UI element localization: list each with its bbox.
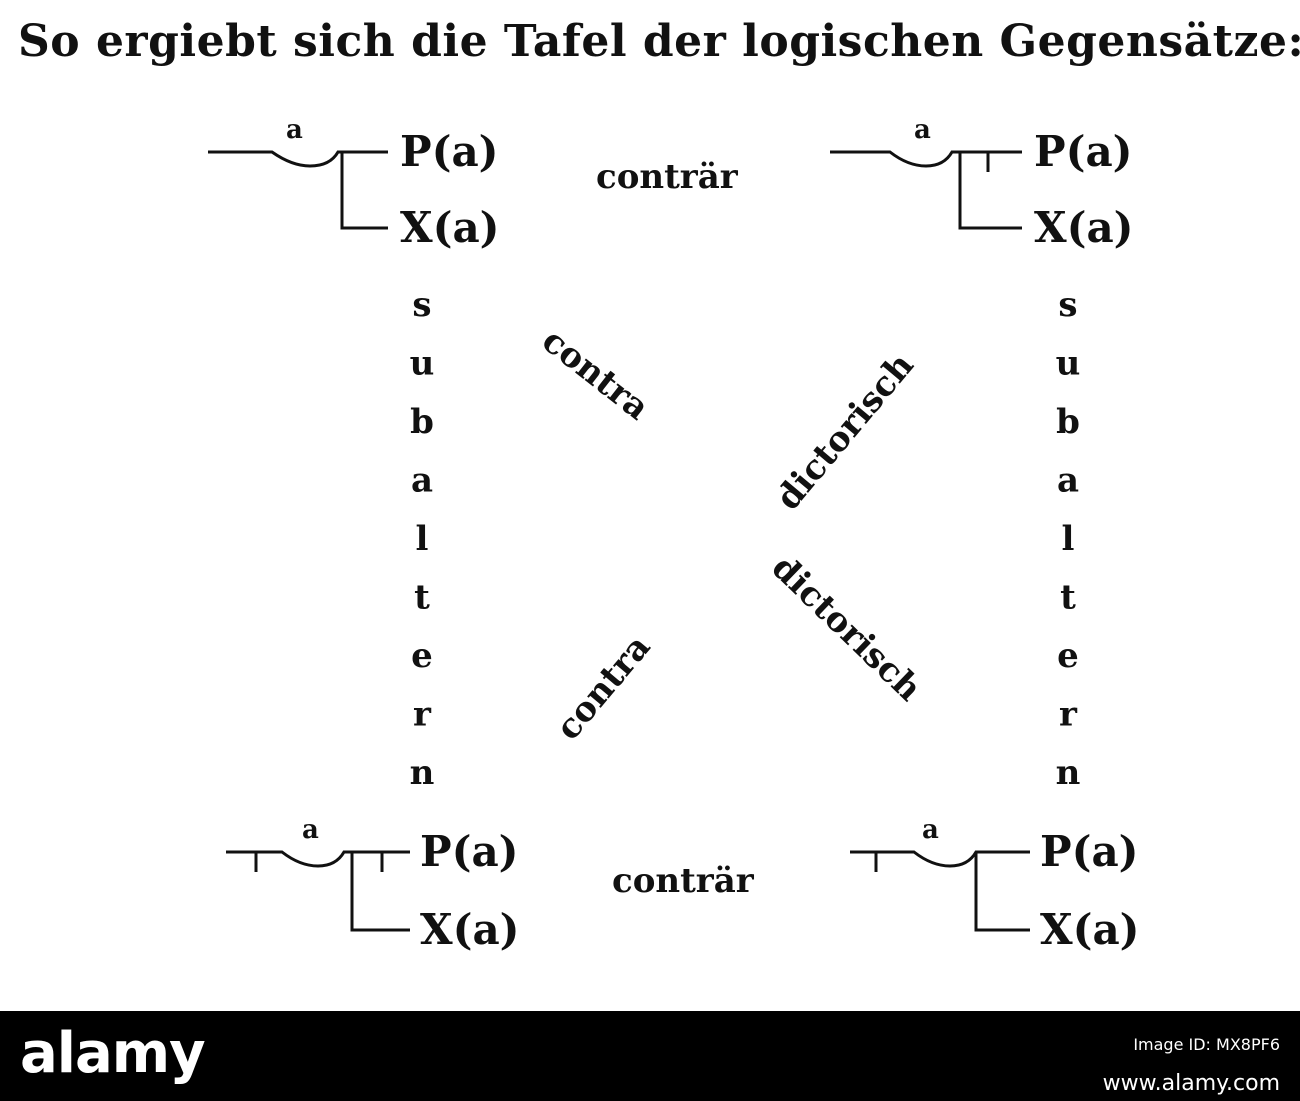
conditional-stroke: [350, 852, 410, 932]
bound-variable: a: [914, 115, 931, 145]
content-stroke: [226, 850, 410, 868]
image-id: Image ID: MX8PF6: [1133, 1035, 1280, 1054]
content-stroke: [850, 850, 1030, 868]
vertical-letter: s: [412, 285, 431, 325]
bound-variable: a: [286, 115, 303, 145]
vertical-letter: b: [410, 402, 434, 442]
formula-top: P(a): [420, 827, 519, 876]
alamy-url: www.alamy.com: [1102, 1071, 1280, 1096]
formula-bottom: X(a): [420, 905, 520, 954]
vertical-letter: e: [1057, 636, 1079, 676]
conditional-stroke: [974, 852, 1030, 932]
formula-bottom: X(a): [400, 203, 500, 252]
vertical-letter: a: [411, 461, 433, 501]
bound-variable: a: [302, 815, 319, 845]
vertical-letter: t: [414, 578, 430, 618]
corner-top-left: a P(a) X(a): [208, 115, 500, 252]
watermark-footer: alamy Image ID: MX8PF6 www.alamy.com: [0, 1011, 1300, 1101]
vertical-letter: l: [1062, 519, 1075, 559]
vertical-letter: l: [416, 519, 429, 559]
vertical-letter: u: [410, 344, 435, 384]
diagonal-contra-upper: contra: [534, 321, 656, 429]
formula-top: P(a): [1034, 127, 1133, 176]
diagonal-contra-lower: contra: [548, 627, 658, 748]
bound-variable: a: [922, 815, 939, 845]
formula-top: P(a): [1040, 827, 1139, 876]
vertical-letter: n: [410, 753, 435, 793]
conditional-stroke: [958, 152, 1022, 230]
vertical-letter: u: [1056, 344, 1081, 384]
formula-top: P(a): [400, 127, 499, 176]
vertical-letter: r: [413, 695, 432, 735]
alamy-logo: alamy: [20, 1021, 206, 1086]
corner-bottom-right: a P(a) X(a): [850, 815, 1140, 954]
vertical-letter: e: [411, 636, 433, 676]
conditional-stroke: [340, 152, 388, 230]
content-stroke: [830, 150, 1022, 168]
vertical-letter: t: [1060, 578, 1076, 618]
content-stroke: [208, 150, 388, 168]
formula-bottom: X(a): [1034, 203, 1134, 252]
vertical-letter: a: [1057, 461, 1079, 501]
page-heading: So ergiebt sich die Tafel der logischen …: [18, 16, 1300, 67]
formula-bottom: X(a): [1040, 905, 1140, 954]
relation-top-label: conträr: [596, 157, 739, 197]
vertical-letter: r: [1059, 695, 1078, 735]
corner-bottom-left: a P(a) X(a): [226, 815, 520, 954]
corner-top-right: a P(a) X(a): [830, 115, 1134, 252]
opposition-diagram: .stroke { stroke: #111; stroke-width: 3;…: [208, 115, 1140, 954]
vertical-letter: b: [1056, 402, 1080, 442]
vertical-letter: s: [1058, 285, 1077, 325]
diagonal-dictorisch-lower: dictorisch: [764, 548, 929, 710]
vertical-letter: n: [1056, 753, 1081, 793]
relation-bottom-label: conträr: [612, 861, 755, 901]
diagonal-dictorisch-upper: dictorisch: [768, 346, 922, 518]
